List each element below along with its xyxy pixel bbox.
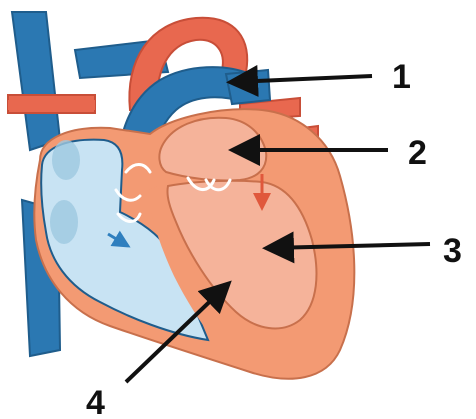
atrium-shadow-lower bbox=[50, 200, 78, 244]
label-1: 1 bbox=[392, 58, 411, 96]
label-2: 2 bbox=[408, 134, 427, 172]
atrium-shadow-upper bbox=[52, 140, 80, 180]
label-4: 4 bbox=[86, 384, 105, 419]
superior-vena-cava bbox=[12, 12, 60, 150]
pulmonary-vein-left-lower bbox=[8, 100, 95, 110]
pulmonary-branch-right bbox=[226, 70, 270, 104]
label-3: 3 bbox=[443, 232, 462, 270]
